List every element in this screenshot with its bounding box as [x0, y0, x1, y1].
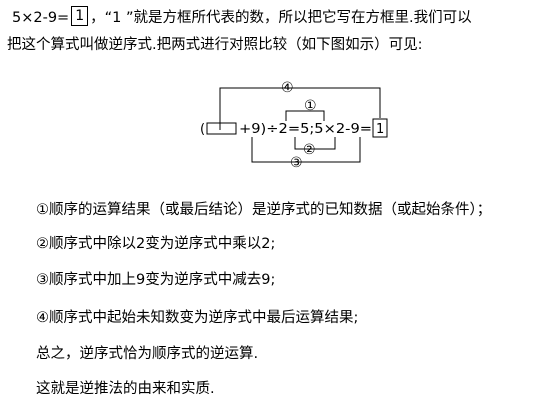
intro-line-2: 把这个算式叫做逆序式.把两式进行对照比较（如下图如示）可见:	[7, 35, 423, 55]
formula-text: +9)÷2=5;5×2-9=	[239, 122, 372, 137]
intro-line-1: 5×2-9=1，“1 ”就是方框所代表的数，所以把它写在方框里.我们可以	[12, 6, 472, 28]
connector-4	[219, 87, 381, 130]
connector-2	[294, 137, 336, 150]
formula-result: 1	[376, 122, 384, 137]
note-2: ②顺序式中除以2变为逆序式中乘以2;	[36, 236, 276, 252]
label-2: ②	[303, 142, 316, 158]
conclusion-line: 这就是逆推法的由来和实质.	[36, 381, 215, 397]
intro-text-2: 把这个算式叫做逆序式.把两式进行对照比较（如下图如示）可见:	[7, 37, 423, 53]
summary-line: 总之，逆序式恰为顺序式的逆运算.	[36, 346, 259, 362]
comparison-diagram: ④ ① ② ③ ( +9)÷2=5;5×2-9= 1	[200, 80, 388, 171]
note-3: ③顺序式中加上9变为逆序式中减去9;	[36, 272, 276, 288]
formula-open-paren: (	[200, 122, 205, 137]
answer-box: 1	[71, 6, 89, 26]
connector-3	[251, 137, 361, 163]
result-box	[372, 118, 388, 138]
unknown-box	[206, 122, 237, 135]
note-4: ④顺序式中起始未知数变为逆序式中最后运算结果;	[36, 310, 359, 326]
label-3: ③	[290, 155, 303, 171]
intro-expression: 5×2-9=	[12, 10, 70, 26]
label-1: ①	[304, 98, 317, 114]
intro-text-1: ，“1 ”就是方框所代表的数，所以把它写在方框里.我们可以	[90, 10, 472, 26]
label-4: ④	[281, 80, 294, 96]
connector-1	[285, 110, 325, 121]
note-1: ①顺序的运算结果（或最后结论）是逆序式的已知数据（或起始条件）；	[36, 202, 492, 218]
